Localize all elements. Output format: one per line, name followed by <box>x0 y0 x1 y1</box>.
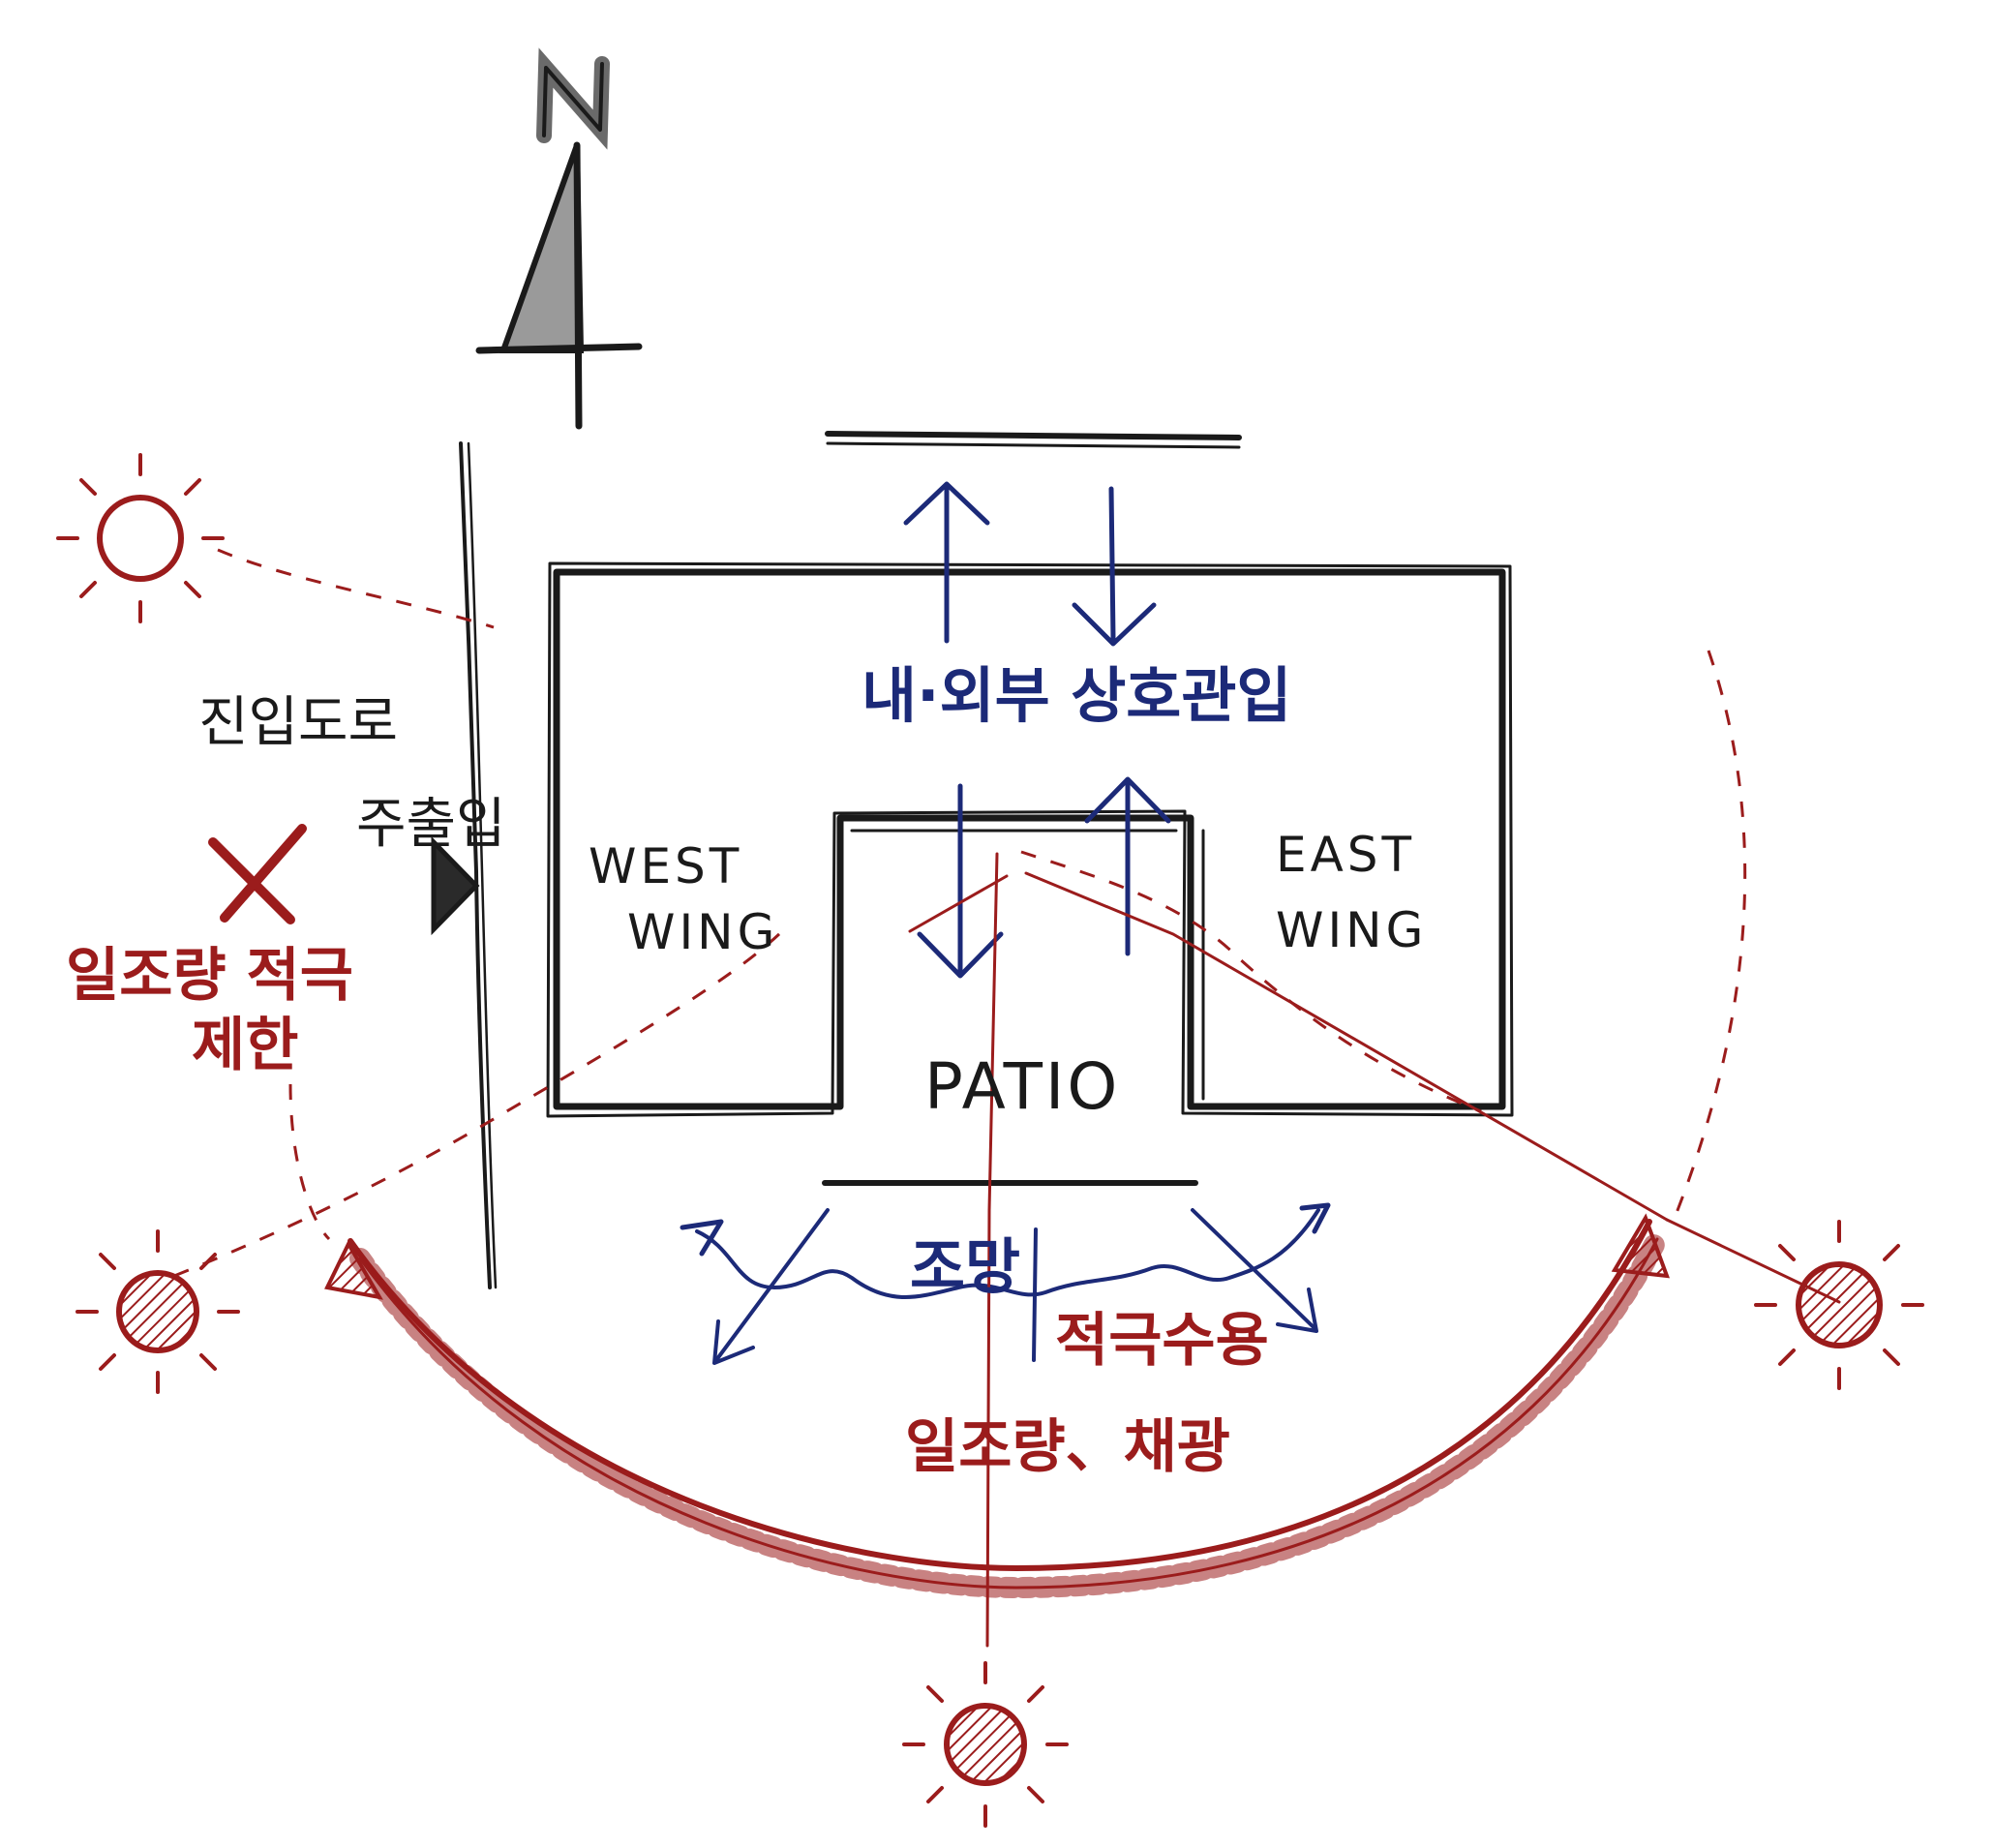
access-road-label: 진입도로 <box>198 691 398 754</box>
interaction-label: 내·외부 상호관입 <box>861 660 1291 731</box>
west-wing-label-1: WEST <box>589 838 742 894</box>
west-wing-label-2: WING <box>627 904 778 960</box>
main-entrance-label: 주출입 <box>356 793 506 856</box>
patio-label: PATIO <box>924 1049 1120 1124</box>
east-wing-label-1: EAST <box>1276 827 1415 883</box>
building-plan <box>546 561 1514 1118</box>
access-road-line <box>459 441 498 1289</box>
view-arrows <box>680 1202 1331 1365</box>
sun-northwest-icon <box>56 453 225 623</box>
active-acceptance-label: 적극수용 <box>1055 1307 1269 1375</box>
sun-south-icon <box>902 1661 1069 1828</box>
sun-path-arc <box>324 1213 1670 1598</box>
sun-southeast-icon <box>1754 1220 1924 1390</box>
dashed-sun-lines <box>173 548 1747 1278</box>
north-arrow-icon: N <box>475 47 643 430</box>
east-wing-label-2: WING <box>1276 902 1427 958</box>
view-label: 조망 <box>910 1231 1020 1302</box>
north-wall-line <box>825 431 1242 449</box>
sunlight-daylight-label: 일조량、채광 <box>905 1413 1230 1481</box>
restriction-x-icon <box>208 824 307 924</box>
sunlight-limit-label-2: 제한 <box>192 1012 298 1079</box>
sun-ray-lines <box>908 852 1841 1648</box>
entrance-arrow-icon <box>431 835 480 936</box>
sunlight-limit-label-1: 일조량 적극 <box>66 942 353 1010</box>
interaction-arrows <box>903 481 1171 979</box>
sun-southwest-icon <box>76 1229 240 1394</box>
